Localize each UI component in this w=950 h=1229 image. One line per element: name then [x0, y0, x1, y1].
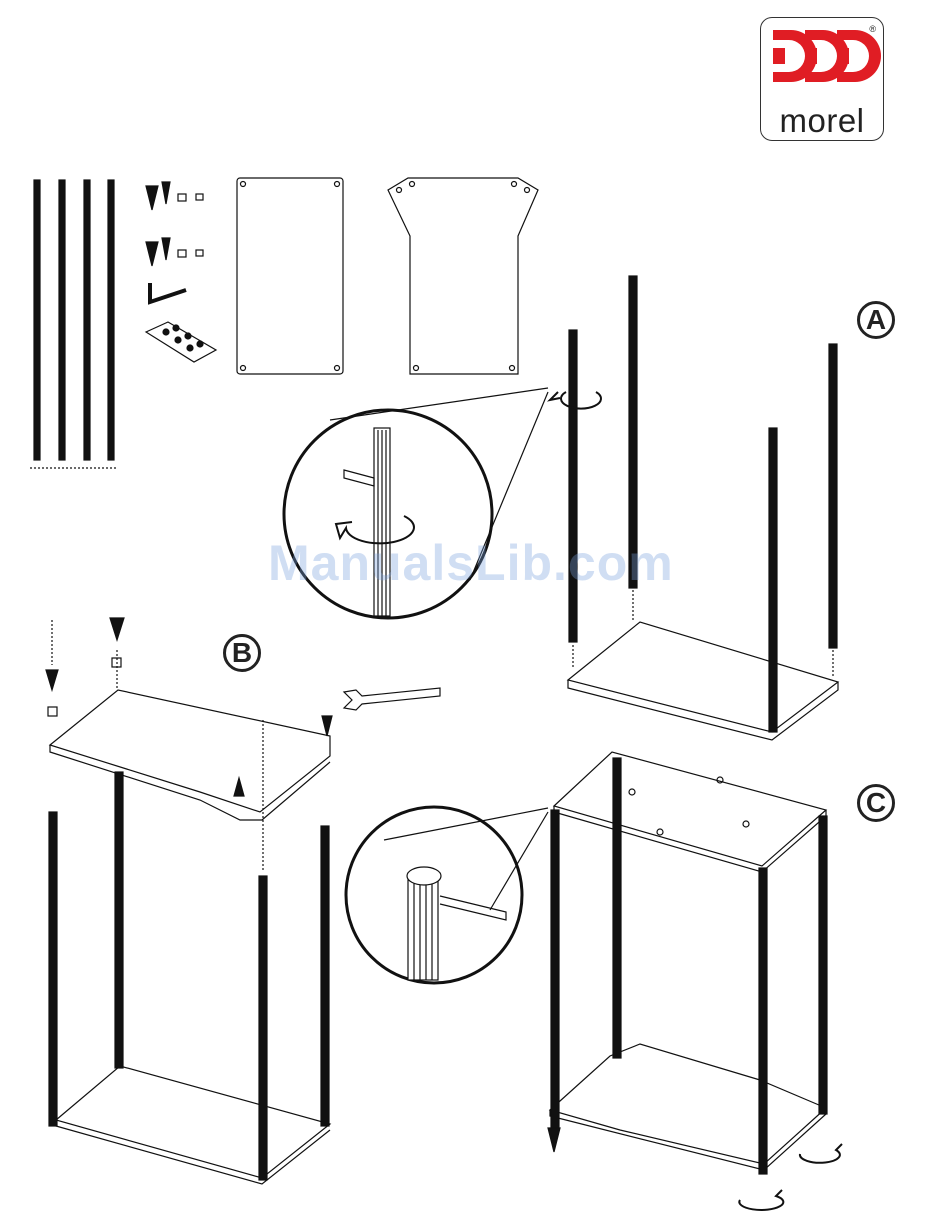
step-c-detail	[346, 807, 548, 983]
step-label-b: B	[223, 634, 261, 672]
step-label-c: C	[857, 784, 895, 822]
step-label-a: A	[857, 301, 895, 339]
parts-bottom-shelf	[237, 178, 343, 374]
watermark: ManualsLib.com	[268, 534, 674, 592]
step-b-assembly	[46, 618, 440, 1184]
parts-rods	[30, 180, 118, 468]
parts-top-shelf	[388, 178, 538, 374]
spike-icon	[146, 186, 158, 210]
pad-sheet-icon	[146, 322, 216, 362]
spanner-icon	[344, 688, 440, 710]
step-a-assembly	[550, 276, 838, 740]
allen-key-icon	[150, 283, 186, 302]
parts-spikes	[146, 182, 203, 266]
step-c-assembly	[548, 752, 842, 1210]
